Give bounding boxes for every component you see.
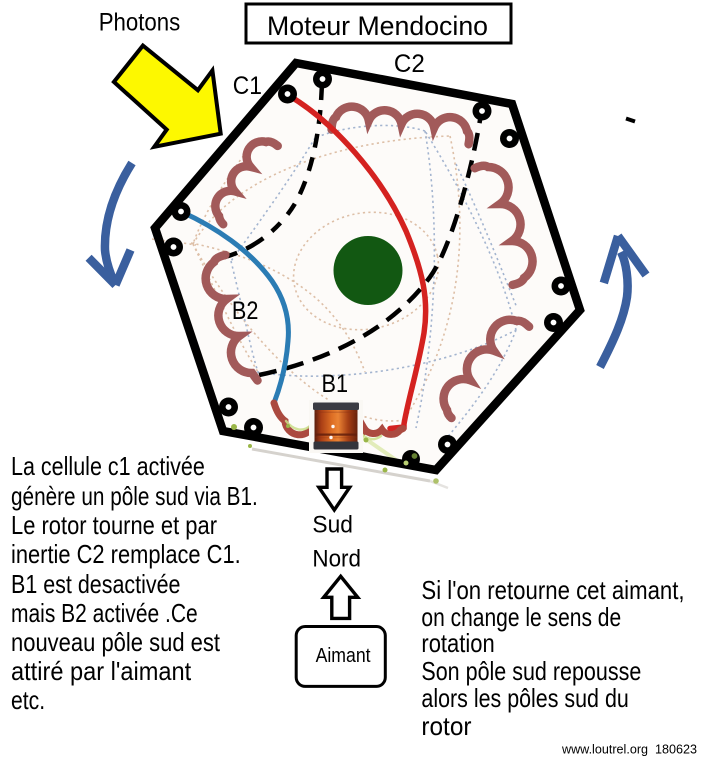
- svg-text:génère un pôle sud via B1.: génère un pôle sud via B1.: [11, 481, 258, 511]
- svg-text:Sud: Sud: [312, 512, 353, 539]
- svg-text:Nord: Nord: [312, 546, 361, 573]
- svg-text:Le rotor tourne et par: Le rotor tourne et par: [11, 510, 217, 540]
- svg-text:on change le sens de: on change le sens de: [421, 602, 621, 632]
- svg-text:C1: C1: [233, 72, 262, 100]
- svg-text:attiré par l'aimant: attiré par l'aimant: [11, 656, 192, 686]
- svg-text:La cellule c1 activée: La cellule c1 activée: [11, 451, 205, 481]
- svg-text:nouveau pôle sud est: nouveau pôle sud est: [11, 627, 221, 657]
- svg-text:Si l'on retourne cet aimant,: Si l'on retourne cet aimant,: [421, 575, 684, 605]
- svg-text:Moteur Mendocino: Moteur Mendocino: [267, 11, 488, 41]
- svg-text:etc.: etc.: [11, 685, 45, 715]
- svg-text:www.loutrel.org 180623: www.loutrel.org 180623: [561, 742, 697, 757]
- svg-text:B1: B1: [322, 370, 349, 398]
- svg-text:C2: C2: [394, 50, 425, 78]
- svg-text:B1 est desactivée: B1 est desactivée: [11, 569, 181, 599]
- svg-text:rotation: rotation: [421, 628, 494, 658]
- svg-text:Photons: Photons: [99, 8, 181, 36]
- svg-text:inertie C2 remplace C1.: inertie C2 remplace C1.: [11, 539, 241, 569]
- svg-text:mais B2 activée .Ce: mais B2 activée .Ce: [11, 598, 198, 628]
- svg-text:Aimant: Aimant: [316, 645, 371, 667]
- svg-text:B2: B2: [232, 297, 259, 325]
- svg-text:rotor: rotor: [421, 711, 471, 741]
- svg-text:alors les pôles sud du: alors les pôles sud du: [421, 683, 628, 713]
- svg-text:Son pôle sud repousse: Son pôle sud repousse: [421, 656, 641, 686]
